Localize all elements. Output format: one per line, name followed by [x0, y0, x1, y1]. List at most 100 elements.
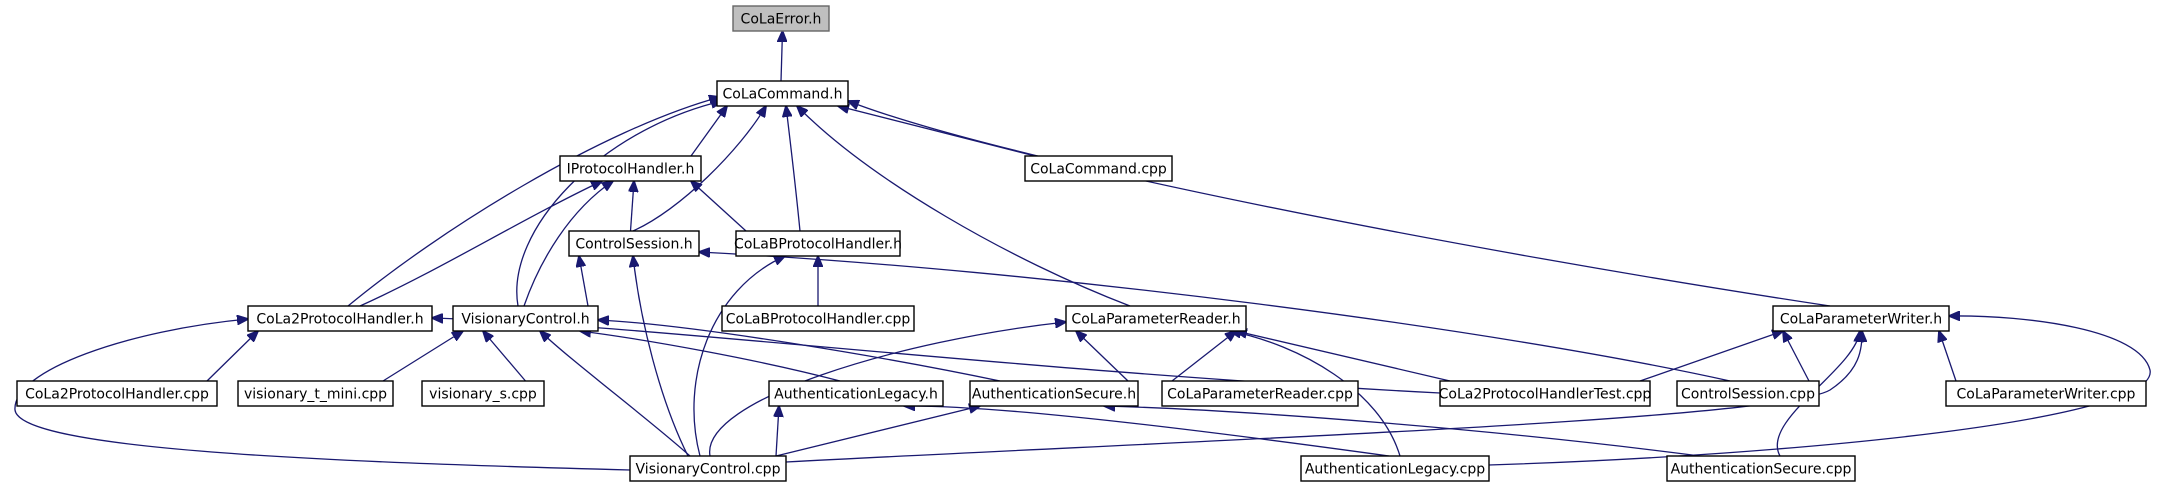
node-colacommand-cpp[interactable]: CoLaCommand.cpp	[1024, 155, 1173, 182]
node-label: ControlSession.h	[575, 237, 692, 253]
node-label: AuthenticationLegacy.h	[774, 387, 938, 403]
node-authsecure-h[interactable]: AuthenticationSecure.h	[969, 380, 1139, 407]
node-label: AuthenticationSecure.h	[972, 387, 1136, 403]
node-colacommand-h[interactable]: CoLaCommand.h	[716, 80, 849, 107]
node-box	[768, 380, 944, 407]
node-box	[237, 380, 394, 407]
node-tmini-cpp[interactable]: visionary_t_mini.cpp	[237, 380, 394, 407]
edge-cola2test_cpp-to-reader_h	[1236, 331, 1451, 382]
node-label: ControlSession.cpp	[1681, 387, 1815, 403]
node-label: CoLaParameterReader.h	[1071, 312, 1240, 328]
edge-visionary_cpp-to-controlsession_h	[633, 256, 689, 457]
node-label: IProtocolHandler.h	[567, 162, 695, 178]
node-box	[1772, 305, 1950, 332]
file-nodes: CoLaError.hCoLaCommand.hIProtocolHandler…	[16, 5, 2147, 482]
node-label: VisionaryControl.h	[461, 312, 589, 328]
node-label: CoLa2ProtocolHandler.cpp	[25, 387, 209, 403]
edge-authsecure_h-to-visionary_h	[598, 320, 1001, 382]
node-box	[421, 380, 545, 407]
node-box	[1439, 380, 1651, 407]
node-colab-cpp[interactable]: CoLaBProtocolHandler.cpp	[721, 305, 915, 332]
node-cola2-cpp[interactable]: CoLa2ProtocolHandler.cpp	[16, 380, 218, 407]
edge-authsecure_cpp-to-authsecure_h	[1104, 406, 1701, 457]
edge-reader_cpp-to-reader_h	[1171, 331, 1236, 382]
edge-writer_h-to-colacommand_h	[848, 101, 1831, 307]
node-writer-h[interactable]: CoLaParameterWriter.h	[1772, 305, 1950, 332]
node-authlegacy-h[interactable]: AuthenticationLegacy.h	[768, 380, 944, 407]
edge-visionary_h-to-iprotocolhandler	[523, 181, 613, 307]
node-box	[1161, 380, 1359, 407]
node-box	[568, 230, 700, 257]
node-iprotocolhandler[interactable]: IProtocolHandler.h	[559, 155, 702, 182]
node-box	[735, 230, 901, 257]
node-reader-cpp[interactable]: CoLaParameterReader.cpp	[1161, 380, 1359, 407]
node-label: CoLaBProtocolHandler.cpp	[726, 312, 911, 328]
edge-controlsession_h-to-iprotocolhandler	[631, 181, 635, 232]
edge-visionary_cpp-to-writer_h	[785, 331, 1862, 463]
edge-colacommand_h-to-colaerror	[781, 31, 783, 82]
edge-vs_cpp-to-visionary_h	[483, 331, 526, 382]
edge-cola2_h-to-iprotocolhandler	[359, 181, 602, 307]
edge-controlsession_cpp-to-controlsession_h	[699, 252, 1731, 382]
node-label: CoLaCommand.cpp	[1030, 162, 1167, 178]
node-authlegacy-cpp[interactable]: AuthenticationLegacy.cpp	[1300, 455, 1490, 482]
edge-reader_h-to-colacommand_h	[797, 106, 1131, 307]
edge-cola2_h-to-colacommand_h	[347, 97, 720, 307]
node-box	[1024, 155, 1173, 182]
node-colab-h[interactable]: CoLaBProtocolHandler.h	[734, 230, 902, 257]
node-visionary-h[interactable]: VisionaryControl.h	[452, 305, 599, 332]
node-authsecure-cpp[interactable]: AuthenticationSecure.cpp	[1666, 455, 1856, 482]
node-box	[629, 455, 787, 482]
node-label: CoLaParameterReader.cpp	[1167, 387, 1353, 403]
edge-visionary_cpp-to-authsecure_h	[775, 406, 980, 457]
node-cola2test-cpp[interactable]: CoLa2ProtocolHandlerTest.cpp	[1439, 380, 1652, 407]
node-visionary-cpp[interactable]: VisionaryControl.cpp	[629, 455, 787, 482]
edge-authlegacy_cpp-to-authlegacy_h	[904, 406, 1390, 457]
edge-visionary_cpp-to-colab_h	[693, 256, 785, 457]
node-reader-h[interactable]: CoLaParameterReader.h	[1065, 305, 1247, 332]
edge-visionary_h-to-controlsession_h	[579, 256, 589, 307]
edge-writer_cpp-to-writer_h	[1939, 331, 1957, 382]
edge-controlsession_cpp-to-writer_h	[1783, 331, 1810, 382]
edge-visionary_cpp-to-reader_h	[709, 322, 1066, 457]
edge-colab_h-to-colacommand_h	[786, 106, 801, 232]
node-controlsession-cpp[interactable]: ControlSession.cpp	[1676, 380, 1820, 407]
node-box	[969, 380, 1139, 407]
node-box	[1065, 305, 1247, 332]
node-box	[1945, 380, 2147, 407]
node-box	[1666, 455, 1856, 482]
node-label: CoLaParameterWriter.cpp	[1957, 387, 2136, 403]
node-box	[16, 380, 218, 407]
node-colaerror: CoLaError.h	[732, 5, 830, 32]
node-box	[1676, 380, 1820, 407]
node-label: CoLaParameterWriter.h	[1780, 312, 1942, 328]
node-controlsession-h[interactable]: ControlSession.h	[568, 230, 700, 257]
node-label: visionary_t_mini.cpp	[244, 387, 387, 403]
edge-colab_h-to-iprotocolhandler	[691, 181, 747, 232]
node-vs-cpp[interactable]: visionary_s.cpp	[421, 380, 545, 407]
edge-tmini_cpp-to-visionary_h	[382, 331, 463, 382]
node-box	[452, 305, 599, 332]
edge-authsecure_h-to-reader_h	[1076, 331, 1129, 382]
node-box	[247, 305, 433, 332]
node-box	[721, 305, 915, 332]
edge-visionary_cpp-to-visionary_h	[540, 331, 691, 457]
node-label: AuthenticationLegacy.cpp	[1305, 462, 1485, 478]
edge-controlsession_h-to-colacommand_h	[632, 106, 766, 232]
node-box	[716, 80, 849, 107]
node-label: visionary_s.cpp	[429, 387, 537, 403]
edge-authlegacy_h-to-visionary_h	[580, 331, 841, 382]
node-label: CoLaError.h	[741, 12, 822, 28]
node-box	[1300, 455, 1490, 482]
node-label: AuthenticationSecure.cpp	[1671, 462, 1852, 478]
node-box	[559, 155, 702, 182]
edge-visionary_h-to-colacommand_h	[516, 101, 722, 307]
node-label: VisionaryControl.cpp	[636, 462, 781, 478]
node-box	[732, 5, 830, 32]
node-cola2-h[interactable]: CoLa2ProtocolHandler.h	[247, 305, 433, 332]
edge-cola2_cpp-to-cola2_h	[206, 331, 258, 382]
edge-visionary_cpp-to-authlegacy_h	[776, 406, 779, 457]
node-writer-cpp[interactable]: CoLaParameterWriter.cpp	[1945, 380, 2147, 407]
node-label: CoLaBProtocolHandler.h	[734, 237, 902, 253]
